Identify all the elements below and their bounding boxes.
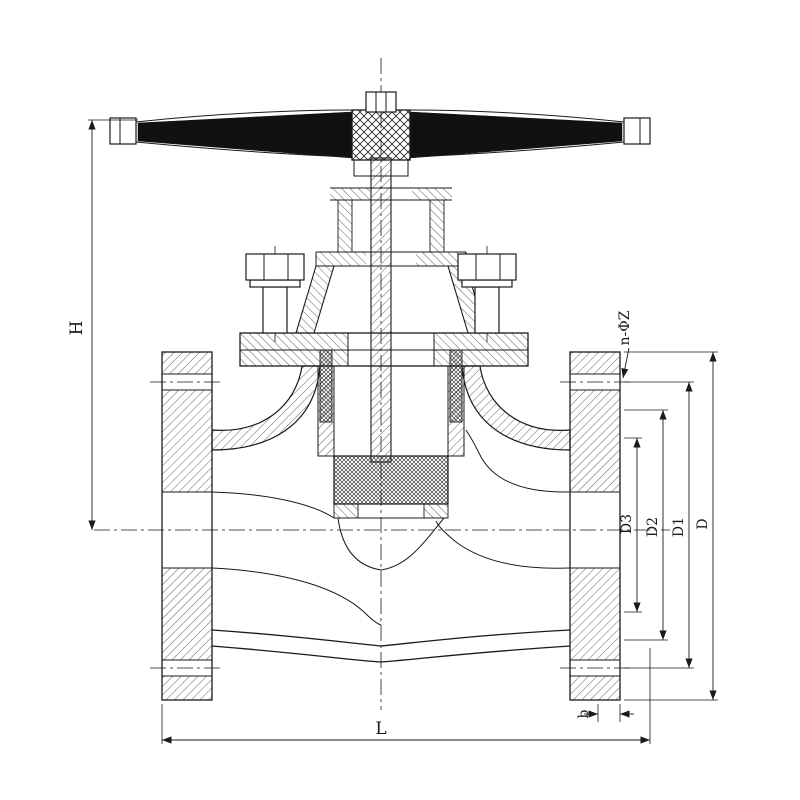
yoke-wall-left xyxy=(337,199,353,253)
yoke-wall-right xyxy=(429,199,445,253)
handwheel xyxy=(109,91,651,161)
seat-ring-left xyxy=(333,503,359,519)
inlet-passage-top xyxy=(211,491,335,519)
left-bolt-washer xyxy=(249,279,301,288)
dim-L: L xyxy=(161,648,651,744)
right-neck xyxy=(461,365,571,451)
right-bolt-head xyxy=(457,253,517,281)
dim-label-D3: D3 xyxy=(619,514,635,534)
dim-nZ: n-ΦZ xyxy=(617,310,633,379)
dim-D1: D1 xyxy=(624,381,694,669)
seat-ring-right xyxy=(423,503,449,519)
right-bolt-shank xyxy=(474,286,500,334)
seat-bridge xyxy=(337,517,445,571)
right-flange xyxy=(569,351,621,701)
left-flange-outline xyxy=(161,351,213,701)
valve-trim xyxy=(317,349,465,519)
stem-nut xyxy=(365,91,397,113)
bonnet-bolts xyxy=(245,253,517,334)
handwheel-rim-left xyxy=(109,117,137,145)
valve-body xyxy=(211,365,571,663)
outlet-passage-top xyxy=(465,429,571,493)
right-flange-outline xyxy=(569,351,621,701)
valve-disc xyxy=(333,455,449,505)
dim-b: b xyxy=(576,704,634,722)
left-bolt-shank xyxy=(262,286,288,334)
inlet-passage-bottom xyxy=(211,567,382,626)
dim-D2: D2 xyxy=(624,409,668,641)
left-bolt-head xyxy=(245,253,305,281)
outlet-passage-bottom xyxy=(435,520,571,569)
right-bolt-washer xyxy=(461,279,513,288)
dim-D3: D3 xyxy=(619,437,642,613)
valve-stem xyxy=(370,157,392,463)
dim-H: H xyxy=(67,119,138,530)
handwheel-rim-right xyxy=(623,117,651,145)
left-neck xyxy=(211,365,321,451)
dim-label-L: L xyxy=(375,719,386,739)
dim-label-b: b xyxy=(576,709,592,718)
dimensions: H L b D D1 xyxy=(67,119,718,744)
dim-label-H: H xyxy=(67,321,87,336)
handwheel-hub xyxy=(351,109,411,161)
bowl-outer xyxy=(211,645,571,663)
dim-label-D2: D2 xyxy=(645,517,661,537)
dim-label-n-phi-z: n-ΦZ xyxy=(617,310,633,345)
dim-D: D xyxy=(624,351,718,701)
dim-label-D: D xyxy=(695,518,711,529)
bowl-inner xyxy=(211,629,571,647)
dim-label-D1: D1 xyxy=(671,517,687,537)
left-flange xyxy=(161,351,213,701)
bonnet xyxy=(239,159,529,367)
